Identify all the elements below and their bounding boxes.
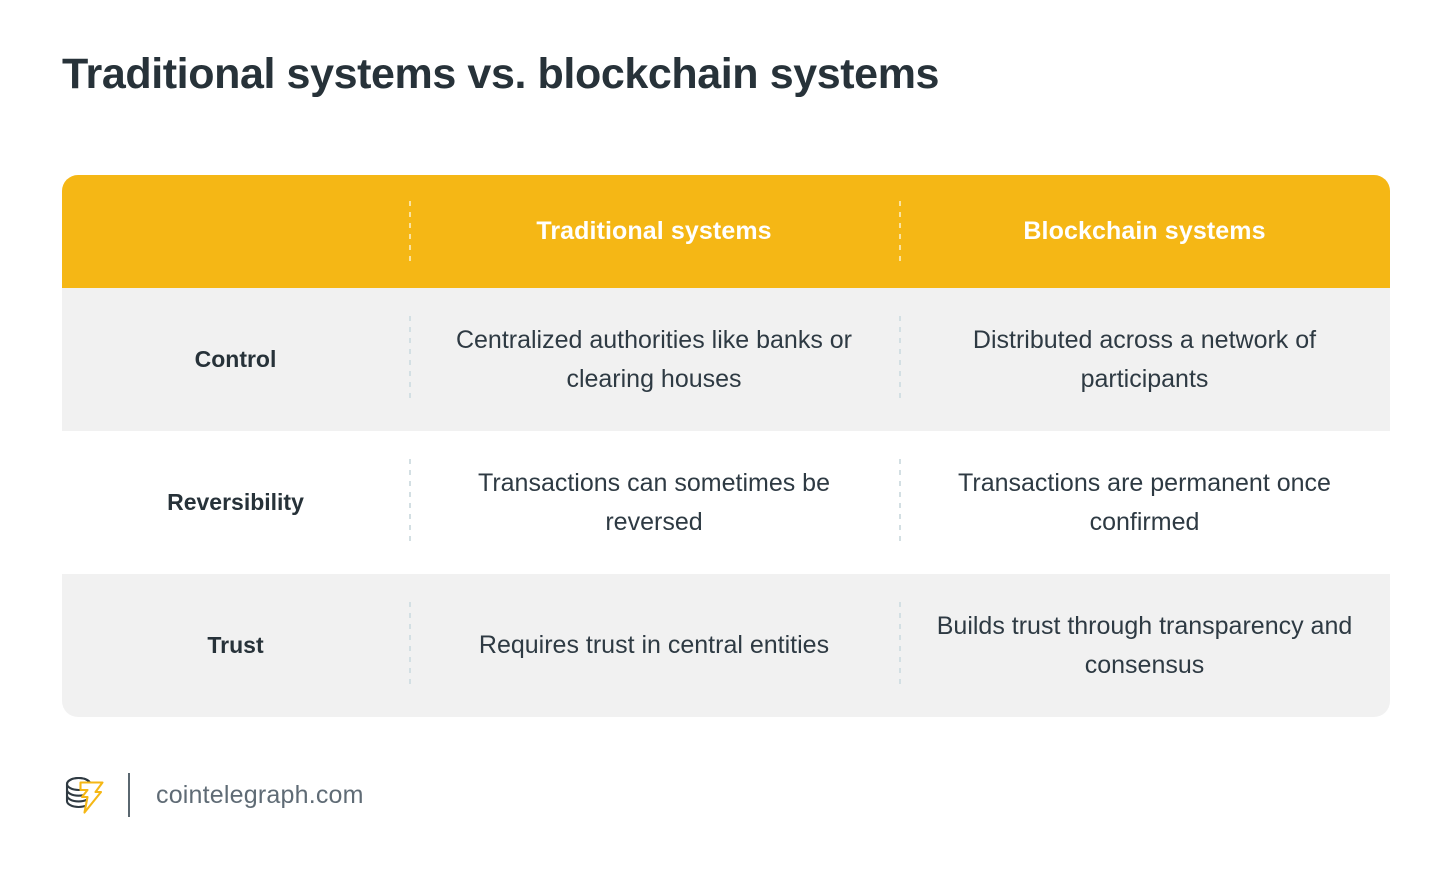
table-row: Control Centralized authorities like ban…	[62, 288, 1390, 431]
row-column-divider-2	[899, 459, 901, 546]
table-header-attribute	[62, 175, 409, 288]
header-column-divider-1	[409, 201, 411, 262]
table-row: Reversibility Transactions can sometimes…	[62, 431, 1390, 574]
comparison-table: Traditional systems Blockchain systems C…	[62, 175, 1390, 717]
footer: cointelegraph.com	[62, 768, 364, 822]
cell-trust-traditional: Requires trust in central entities	[478, 631, 830, 660]
cell-reversibility-traditional: Transactions can sometimes be reversed	[477, 468, 830, 536]
cell-control-traditional: Centralized authorities like banks or cl…	[455, 325, 853, 393]
row-label-control: Control	[194, 346, 277, 372]
footer-divider	[128, 773, 130, 817]
row-column-divider-2	[899, 316, 901, 403]
table-row: Trust Requires trust in central entities…	[62, 574, 1390, 717]
row-column-divider-1	[409, 459, 411, 546]
row-label-reversibility: Reversibility	[167, 489, 304, 515]
page-title: Traditional systems vs. blockchain syste…	[62, 50, 940, 98]
cell-trust-blockchain: Builds trust through transparency and co…	[936, 611, 1353, 679]
row-column-divider-1	[409, 602, 411, 689]
table-header-traditional: Traditional systems	[536, 217, 772, 245]
table-header-row: Traditional systems Blockchain systems	[62, 175, 1390, 288]
cell-control-blockchain: Distributed across a network of particip…	[972, 325, 1317, 393]
footer-site-url: cointelegraph.com	[156, 780, 364, 809]
cell-reversibility-blockchain: Transactions are permanent once confirme…	[958, 468, 1331, 536]
table-header-blockchain: Blockchain systems	[1023, 217, 1266, 245]
header-column-divider-2	[899, 201, 901, 262]
row-column-divider-1	[409, 316, 411, 403]
row-column-divider-2	[899, 602, 901, 689]
cointelegraph-logo-icon	[62, 771, 110, 819]
row-label-trust: Trust	[207, 632, 264, 658]
